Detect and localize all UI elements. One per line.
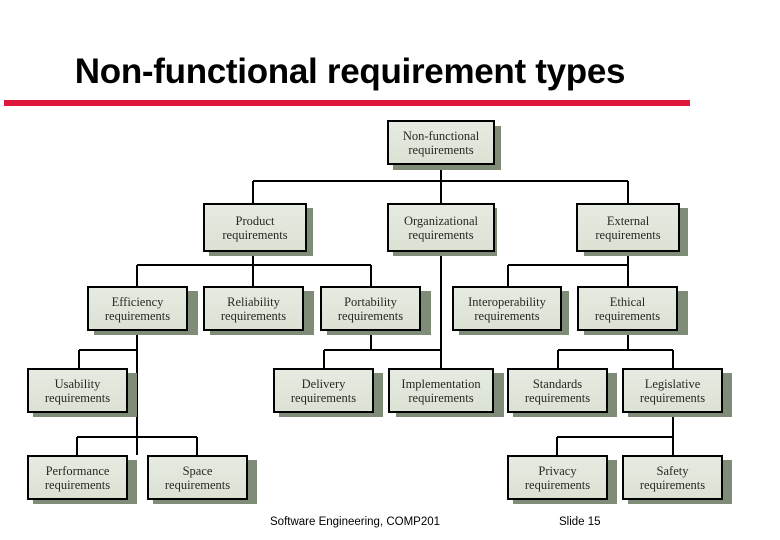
title-underline-rule [4, 100, 690, 106]
node-label-line1: Usability [54, 376, 101, 391]
node-privacy-requirements[interactable]: Privacy requirements [507, 455, 608, 500]
node-portability-requirements[interactable]: Portability requirements [320, 286, 421, 331]
node-label-line2: requirements [595, 227, 661, 242]
node-label-line2: requirements [408, 227, 474, 242]
node-label-line2: requirements [639, 390, 706, 405]
node-external-requirements[interactable]: External requirements [576, 203, 680, 252]
footer-course-label: Software Engineering, COMP201 [270, 516, 441, 528]
node-label-line1: Performance [45, 463, 110, 478]
node-label-line1: Legislative [644, 376, 701, 391]
node-interoperability-requirements[interactable]: Interoperability requirements [452, 286, 562, 331]
node-label-line1: Reliability [227, 294, 280, 309]
node-label-line2: requirements [408, 142, 474, 157]
node-label-line2: requirements [639, 477, 706, 492]
footer-slide-number: Slide 15 [559, 516, 601, 528]
node-label-line1: Portability [344, 294, 397, 309]
node-legislative-requirements[interactable]: Legislative requirements [622, 368, 723, 413]
node-product-requirements[interactable]: Product requirements [203, 203, 307, 252]
node-space-requirements[interactable]: Space requirements [147, 455, 248, 500]
node-label-line1: Ethical [609, 294, 646, 309]
node-ethical-requirements[interactable]: Ethical requirements [577, 286, 678, 331]
node-label-line1: Interoperability [468, 294, 546, 309]
node-label-line2: requirements [474, 308, 540, 323]
node-organizational-requirements[interactable]: Organizational requirements [387, 203, 495, 252]
node-label-line1: Implementation [401, 376, 481, 391]
node-label-line1: Standards [532, 376, 583, 391]
page-title: Non-functional requirement types [74, 52, 626, 91]
node-label-line2: requirements [44, 477, 111, 492]
node-label-line2: requirements [164, 477, 231, 492]
node-label-line1: Organizational [403, 213, 479, 228]
node-standards-requirements[interactable]: Standards requirements [507, 368, 608, 413]
node-label-line1: Safety [656, 463, 689, 478]
node-label-line2: requirements [337, 308, 404, 323]
node-label-line2: requirements [44, 390, 111, 405]
node-label-line1: Delivery [301, 376, 346, 391]
node-label-line1: External [606, 213, 650, 228]
node-label-line2: requirements [104, 308, 171, 323]
node-label-line2: requirements [594, 308, 661, 323]
node-label-line2: requirements [408, 390, 474, 405]
node-efficiency-requirements[interactable]: Efficiency requirements [87, 286, 188, 331]
node-implementation-requirements[interactable]: Implementation requirements [388, 368, 494, 413]
node-label-line1: Product [235, 213, 275, 228]
node-label-line2: requirements [524, 390, 591, 405]
node-usability-requirements[interactable]: Usability requirements [27, 368, 128, 413]
node-performance-requirements[interactable]: Performance requirements [27, 455, 128, 500]
node-label-line1: Privacy [538, 463, 577, 478]
node-label-line2: requirements [524, 477, 591, 492]
node-label-line2: requirements [220, 308, 287, 323]
node-reliability-requirements[interactable]: Reliability requirements [203, 286, 304, 331]
node-label-line1: Space [182, 463, 213, 478]
node-label-line1: Non-functional [402, 128, 480, 143]
node-safety-requirements[interactable]: Safety requirements [622, 455, 723, 500]
node-delivery-requirements[interactable]: Delivery requirements [273, 368, 374, 413]
node-label-line2: requirements [222, 227, 288, 242]
node-label-line1: Efficiency [111, 294, 164, 309]
node-non-functional-requirements[interactable]: Non-functional requirements [387, 120, 495, 165]
node-label-line2: requirements [290, 390, 357, 405]
